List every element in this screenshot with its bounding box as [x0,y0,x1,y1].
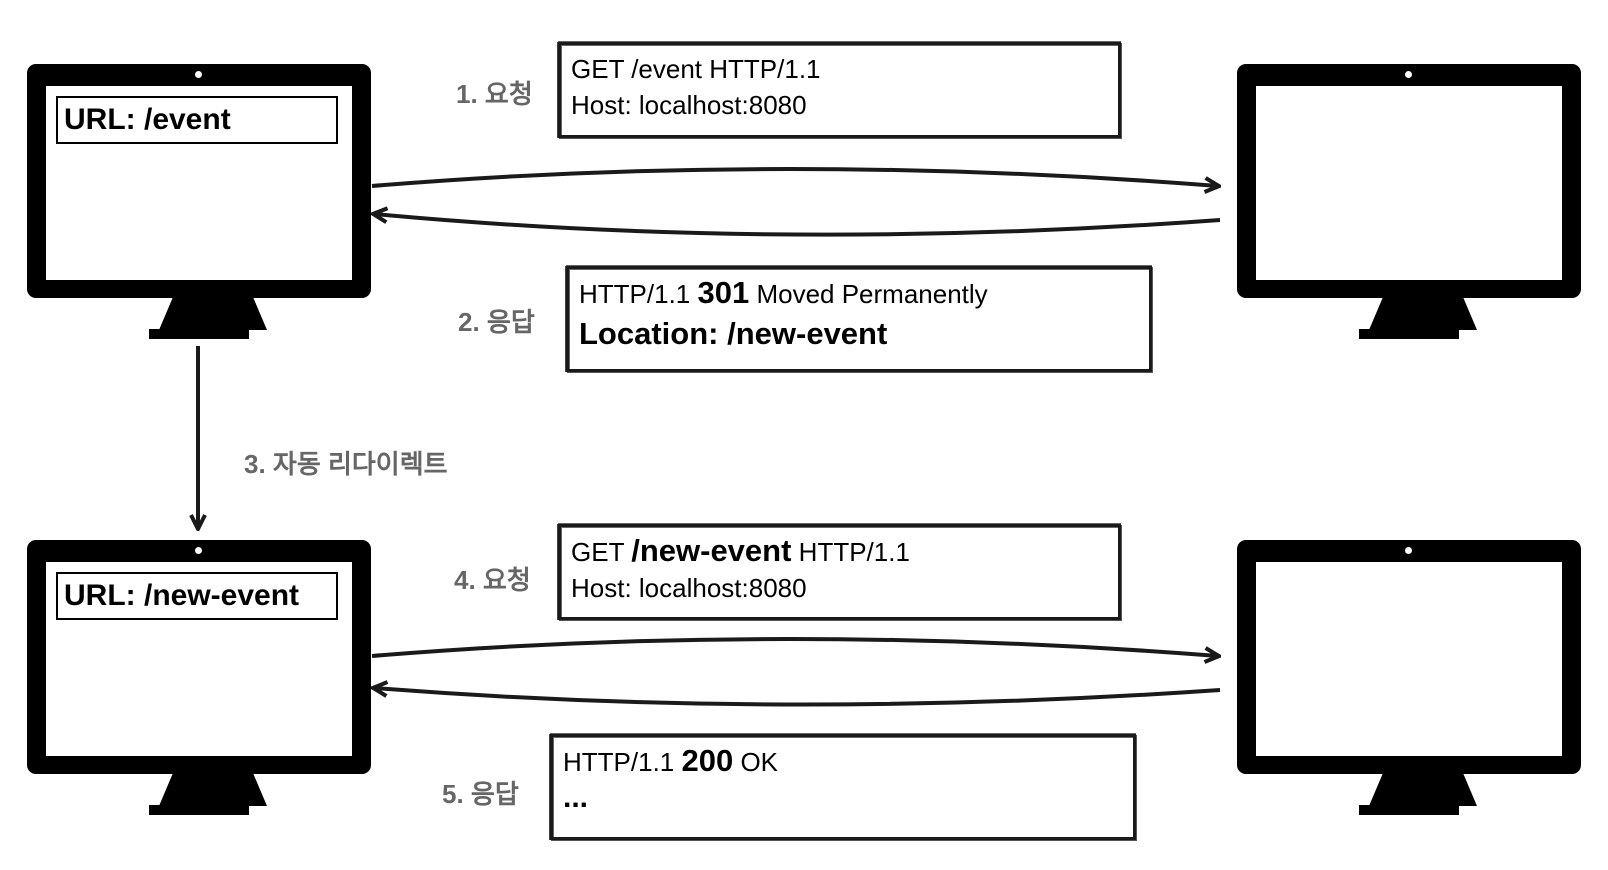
monitor-screen [1256,562,1562,756]
monitor-neck [1369,773,1477,806]
request-arrow-bottom [371,637,1218,656]
host-header: Host: localhost:8080 [571,90,807,120]
monitor-base [149,329,249,339]
http-version: HTTP/1.1 [798,537,910,567]
monitor-base [149,805,249,815]
address-bar[interactable]: URL: /event [56,96,338,144]
status-text: Moved Permanently [756,279,988,309]
status-text: OK [740,747,779,777]
location-header: Location: /new-event [579,316,888,351]
camera-dot [1405,71,1412,78]
request-path: /new-event [631,533,792,568]
request-message-4: GET /new-event HTTP/1.1 Host: localhost:… [558,524,1121,620]
server-monitor-top [1237,64,1581,339]
step-label-response-5: 5. 응답 [442,779,519,809]
request-line: GET /event HTTP/1.1 [571,54,821,84]
monitor-neck [159,773,267,806]
monitor-screen: URL: /new-event [46,562,352,756]
host-header: Host: localhost:8080 [571,573,807,603]
response-message-5: HTTP/1.1 200 OK ... [550,734,1136,840]
request-message-1: GET /event HTTP/1.1 Host: localhost:8080 [558,42,1121,138]
camera-dot [195,547,202,554]
monitor-screen: URL: /event [46,86,352,280]
request-line: GET /new-event HTTP/1.1 [571,533,1108,570]
status-line: HTTP/1.1 301 Moved Permanently [579,275,1139,312]
camera-dot [1405,547,1412,554]
step-label-request-1: 1. 요청 [456,79,533,109]
monitor-screen [1256,86,1562,280]
monitor-bezel: URL: /event [27,64,371,298]
address-bar[interactable]: URL: /new-event [56,572,338,620]
response-arrow-top [374,214,1221,237]
http-method: GET [571,537,624,567]
monitor-neck [159,297,267,330]
status-code: 200 [681,743,734,778]
status-code: 301 [697,275,750,310]
camera-dot [195,71,202,78]
address-bar-text: URL: /new-event [64,579,300,612]
step-label-redirect-3: 3. 자동 리다이렉트 [244,449,448,479]
request-arrow-top [371,167,1218,186]
server-monitor-bottom [1237,540,1581,815]
monitor-bezel [1237,64,1581,298]
status-line: HTTP/1.1 200 OK [563,743,1123,780]
monitor-bezel: URL: /new-event [27,540,371,774]
response-arrow-bottom [374,688,1221,707]
step-label-request-4: 4. 요청 [454,565,531,595]
monitor-base [1359,329,1459,339]
http-version: HTTP/1.1 [579,279,691,309]
monitor-base [1359,805,1459,815]
http-version: HTTP/1.1 [563,747,675,777]
monitor-bezel [1237,540,1581,774]
address-bar-text: URL: /event [64,103,231,136]
client-monitor-top: URL: /event [27,64,371,339]
response-body: ... [563,781,589,814]
step-label-response-2: 2. 응답 [458,307,535,337]
response-message-2: HTTP/1.1 301 Moved Permanently Location:… [566,266,1152,372]
monitor-neck [1369,297,1477,330]
client-monitor-bottom: URL: /new-event [27,540,371,815]
